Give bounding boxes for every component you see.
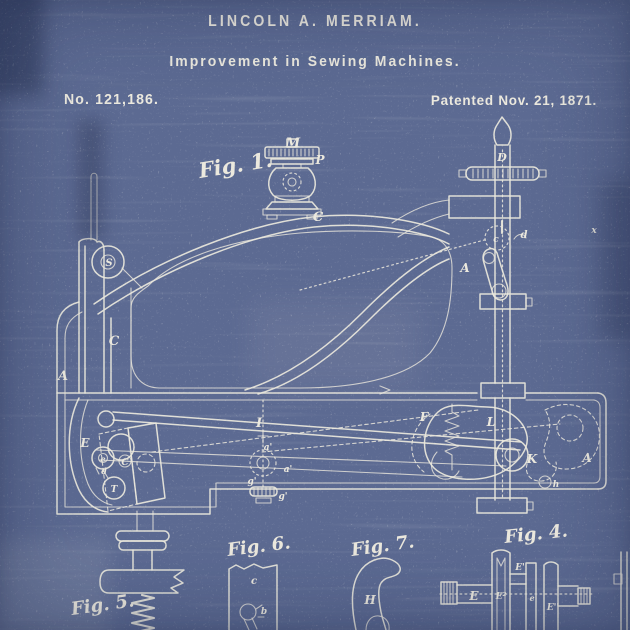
fig7-caption: Fig. 7.: [349, 531, 416, 561]
part-label: b: [261, 607, 267, 617]
patent-number: No. 121,186.: [64, 91, 160, 108]
fig6-caption: Fig. 6.: [225, 532, 292, 561]
part-label: C: [109, 334, 120, 349]
part-label: E: [468, 589, 479, 603]
part-label: F: [419, 410, 430, 424]
fig4-caption: Fig. 4.: [502, 520, 568, 548]
part-label: A: [581, 451, 591, 465]
part-label: T: [111, 485, 119, 495]
part-label: c: [493, 235, 499, 245]
part-label: a': [284, 465, 293, 475]
part-label: P: [314, 153, 325, 167]
fig1-base: [56, 301, 607, 515]
part-label: g': [247, 477, 256, 487]
part-label: E': [514, 563, 525, 573]
fig1-cam-mechanism: [411, 403, 600, 489]
part-label: D: [496, 151, 507, 164]
part-label: h: [553, 480, 560, 490]
part-label: a': [264, 443, 273, 453]
part-label: C: [121, 458, 129, 468]
inventor-name: LINCOLN A. MERRIAM.: [208, 13, 422, 30]
part-label: I: [255, 416, 263, 431]
fig7-drawing: [351, 557, 401, 630]
part-label: d: [521, 230, 528, 241]
fig6-drawing: [228, 563, 278, 630]
patent-header: LINCOLN A. MERRIAM. Improvement in Sewin…: [0, 0, 630, 120]
part-label: e: [100, 454, 105, 464]
part-label: K: [526, 452, 538, 466]
fig1-arm: [93, 214, 489, 395]
fig1-spool: [262, 138, 322, 220]
part-label: H: [363, 593, 376, 607]
fig4-drawing: [439, 549, 628, 630]
patent-date: Patented Nov. 21, 1871.: [430, 92, 597, 108]
part-label: A: [459, 261, 469, 275]
part-label: e: [529, 593, 534, 603]
fig1-caption: Fig. 1.: [196, 147, 274, 183]
part-label: C: [313, 210, 324, 225]
fig5-caption: Fig. 5.: [69, 590, 136, 620]
part-label: L: [486, 415, 495, 429]
part-label: E'': [546, 603, 559, 613]
part-label: S: [105, 258, 112, 269]
part-label: d: [101, 466, 107, 476]
part-label: E: [79, 436, 90, 450]
part-label: g': [278, 492, 287, 502]
part-label: c: [251, 576, 257, 587]
part-label: M: [285, 136, 301, 151]
part-label: A: [56, 369, 68, 384]
part-label: x: [590, 226, 597, 236]
fig1-left-post: [78, 172, 125, 394]
part-label: E²: [495, 592, 507, 602]
invention-title: Improvement in Sewing Machines.: [169, 53, 461, 70]
